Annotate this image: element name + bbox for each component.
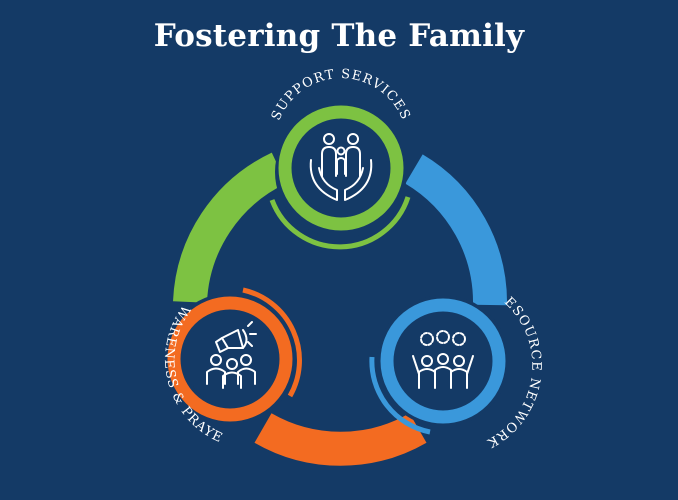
node-awareness-prayer <box>164 287 302 425</box>
node-support-services <box>269 105 411 250</box>
family-in-hands-icon <box>309 133 373 201</box>
node-resource-networks <box>369 295 509 435</box>
page-title: Fostering The Family <box>153 18 525 54</box>
ring-segment-blue <box>404 154 508 306</box>
group-network-icon <box>412 330 474 389</box>
ring-segment-orange <box>254 413 427 466</box>
megaphone-crowd-icon <box>206 321 257 389</box>
cycle-ring <box>173 152 508 466</box>
ring-segment-green <box>173 152 287 304</box>
